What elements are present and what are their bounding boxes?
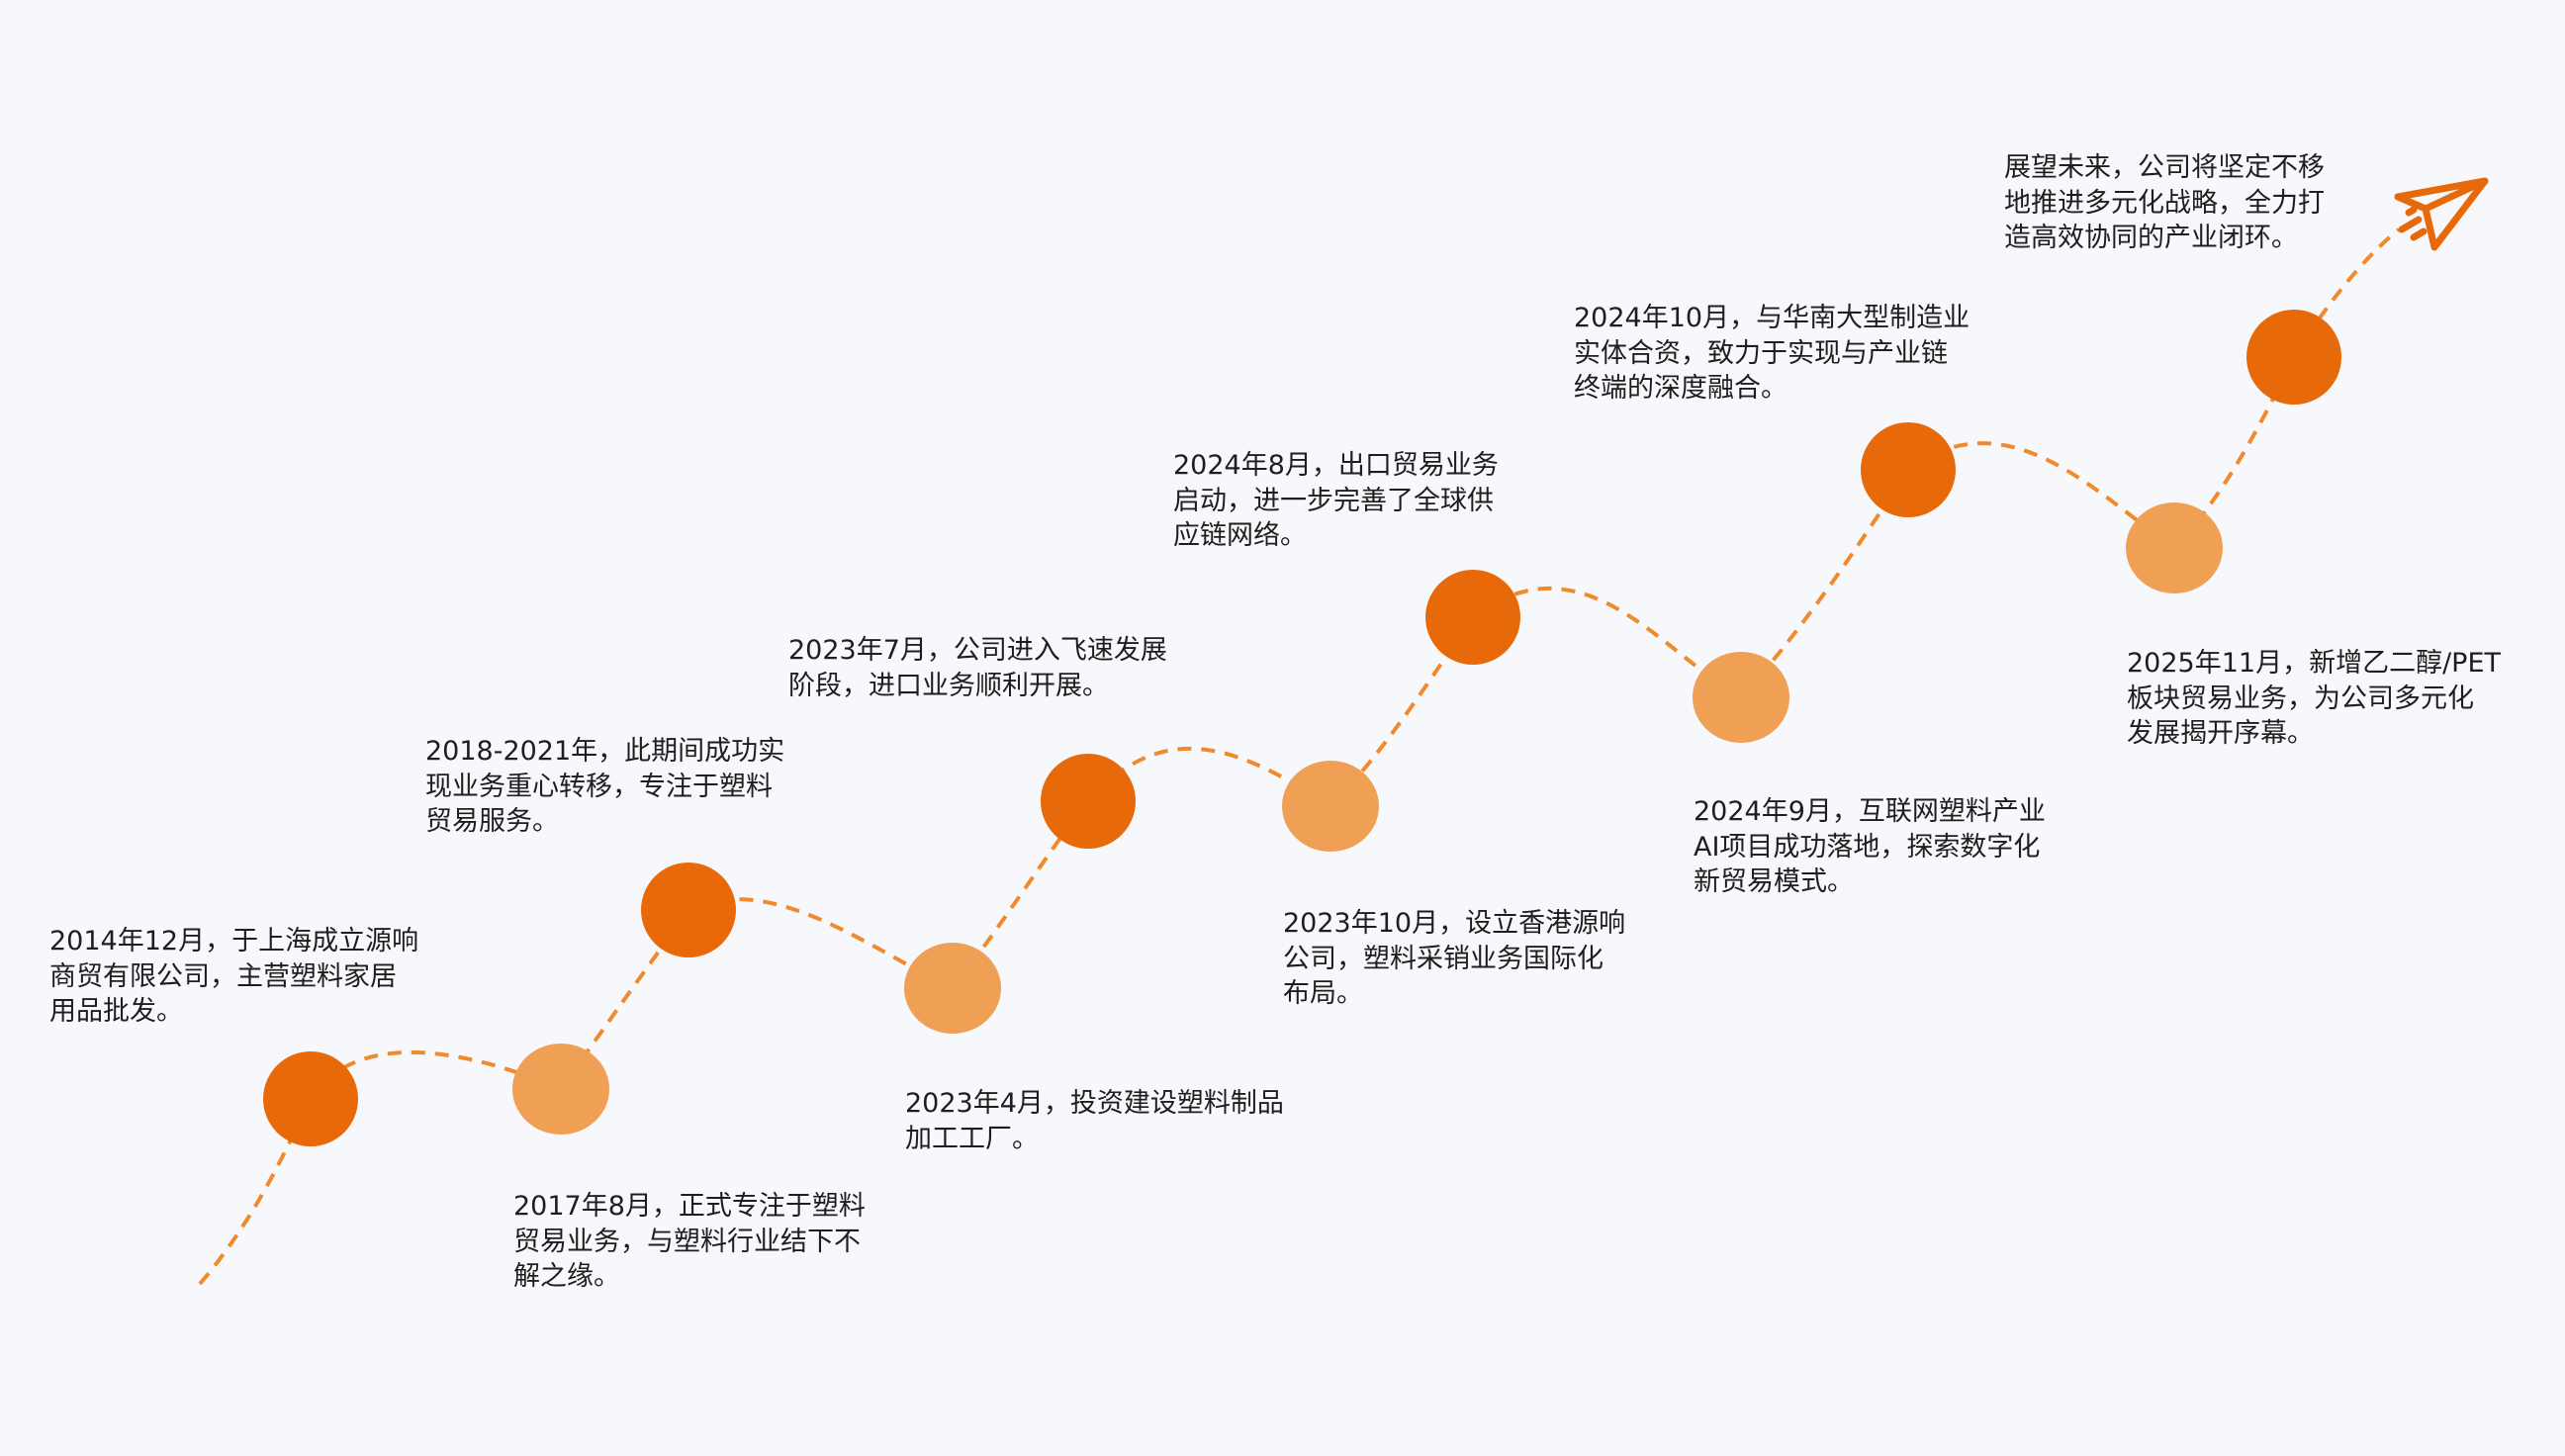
milestone-text-2023-04: 2023年4月，投资建设塑料制品 加工工厂。 xyxy=(905,1088,1284,1154)
milestone-text-2024-10: 2024年10月，与华南大型制造业 实体合资，致力于实现与产业链 终端的深度融合… xyxy=(1574,303,1970,404)
timeline-node xyxy=(641,863,736,957)
milestone-text-2025-11: 2025年11月，新增乙二醇/PET 板块贸易业务，为公司多元化 发展揭开序幕。 xyxy=(2127,648,2501,749)
milestone-text-2024-08: 2024年8月，出口贸易业务 启动，进一步完善了全球供 应链网络。 xyxy=(1173,450,1499,551)
milestone-text-2014: 2014年12月，于上海成立源响 商贸有限公司，主营塑料家居 用品批发。 xyxy=(49,926,419,1027)
timeline-node xyxy=(1282,761,1379,852)
milestone-text-2024-09: 2024年9月，互联网塑料产业 AI项目成功落地，探索数字化 新贸易模式。 xyxy=(1694,796,2046,897)
milestone-text-2023-07: 2023年7月，公司进入飞速发展 阶段，进口业务顺利开展。 xyxy=(788,635,1167,701)
timeline-node xyxy=(512,1044,609,1135)
timeline-node xyxy=(2126,502,2223,593)
timeline-node xyxy=(1861,422,1956,517)
milestone-text-2018: 2018-2021年，此期间成功实 现业务重心转移，专注于塑料 贸易服务。 xyxy=(425,736,785,837)
timeline-node xyxy=(904,943,1001,1034)
timeline-node xyxy=(1425,570,1520,665)
paper-plane-icon xyxy=(2394,177,2489,251)
milestone-text-2017: 2017年8月，正式专注于塑料 贸易业务，与塑料行业结下不 解之缘。 xyxy=(513,1191,866,1292)
timeline-node xyxy=(263,1051,358,1146)
timeline-node xyxy=(1041,754,1136,849)
milestone-text-2023-10: 2023年10月，设立香港源响 公司，塑料采销业务国际化 布局。 xyxy=(1283,908,1626,1009)
timeline-node xyxy=(1693,652,1789,743)
future-outlook-text: 展望未来，公司将坚定不移 地推进多元化战略，全力打 造高效协同的产业闭环。 xyxy=(2004,152,2325,253)
timeline-node xyxy=(2246,310,2341,405)
